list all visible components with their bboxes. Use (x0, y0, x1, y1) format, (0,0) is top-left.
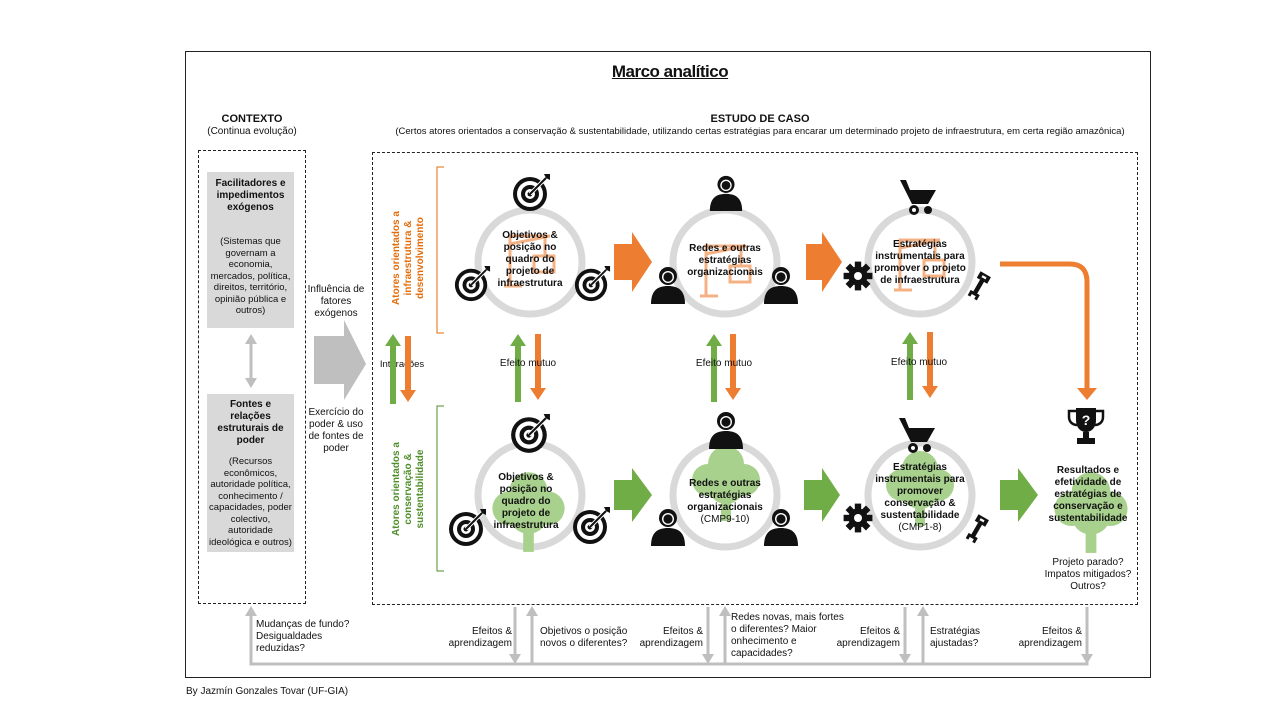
feedback-effects-2: Efeitos & aprendizagem (639, 626, 703, 649)
mutual-effect-2: Efeito mutuo (695, 358, 753, 369)
power-label: Exercício do poder & uso de fontes de po… (308, 407, 364, 454)
fontes-box (207, 394, 294, 552)
feedback-new-networks: Redes novas, mais fortes o diferentes? M… (731, 612, 844, 659)
contexto-subheading: (Continua evolução) (207, 126, 297, 137)
node-cons-strategies: Estratégias instrumentais para promover … (872, 462, 968, 534)
interactions-label: Interações (379, 359, 425, 370)
node-infra-strategies: Estratégias instrumentais para promover … (874, 239, 966, 286)
feedback-new-objectives: Objetivos o posição novos o diferentes? (540, 626, 628, 649)
page-title: Marco analítico (611, 62, 729, 81)
influence-label: Influência de fatores exógenos (307, 284, 365, 319)
node-cons-strategies-label: Estratégias instrumentais para promover … (875, 462, 965, 521)
result-title: Resultados e efetividade de estratégias … (1048, 465, 1128, 524)
result-questions: Projeto parado? Impatos mitigados? Outro… (1044, 557, 1132, 592)
feedback-effects-4: Efeitos & aprendizagem (1018, 626, 1082, 649)
feedback-effects-1: Efeitos & aprendizagem (448, 626, 512, 649)
mutual-effect-3: Efeito mutuo (890, 357, 948, 368)
facilitadores-body: (Sistemas que governam a economia, merca… (210, 236, 291, 316)
facilitadores-box (207, 172, 294, 328)
node-cons-networks: Redes e outras estratégias organizaciona… (680, 478, 770, 526)
fontes-body: (Recursos econômicos, autoridade polític… (209, 456, 292, 548)
node-cons-strategies-suffix: (CMP1-8) (898, 522, 942, 533)
fontes-title: Fontes e relações estruturais de poder (217, 399, 284, 446)
estudo-subheading: (Certos atores orientados a conservação … (395, 126, 1125, 137)
contexto-box (198, 150, 306, 604)
facilitadores-title: Facilitadores e impedimentos exógenos (215, 178, 286, 213)
node-cons-objectives: Objetivos & posição no quadro do projeto… (493, 472, 559, 531)
feedback-adjusted-strategies: Estratégias ajustadas? (930, 626, 981, 649)
node-cons-networks-suffix: (CMP9-10) (700, 514, 750, 525)
author-credit: By Jazmín Gonzales Tovar (UF-GIA) (186, 686, 349, 697)
estudo-box (372, 152, 1138, 605)
mutual-effect-1: Efeito mutuo (499, 358, 557, 369)
feedback-background-changes: Mudanças de fundo? Desigualdades reduzid… (256, 619, 350, 654)
node-cons-networks-label: Redes e outras estratégias organizaciona… (687, 478, 763, 513)
contexto-heading: CONTEXTO (221, 113, 283, 125)
estudo-heading: ESTUDO DE CASO (710, 113, 810, 125)
diagram-frame (185, 51, 1151, 678)
node-infra-objectives: Objetivos & posição no quadro do projeto… (497, 230, 563, 289)
feedback-effects-3: Efeitos & aprendizagem (836, 626, 900, 649)
node-infra-networks: Redes e outras estratégias organizaciona… (687, 243, 763, 278)
